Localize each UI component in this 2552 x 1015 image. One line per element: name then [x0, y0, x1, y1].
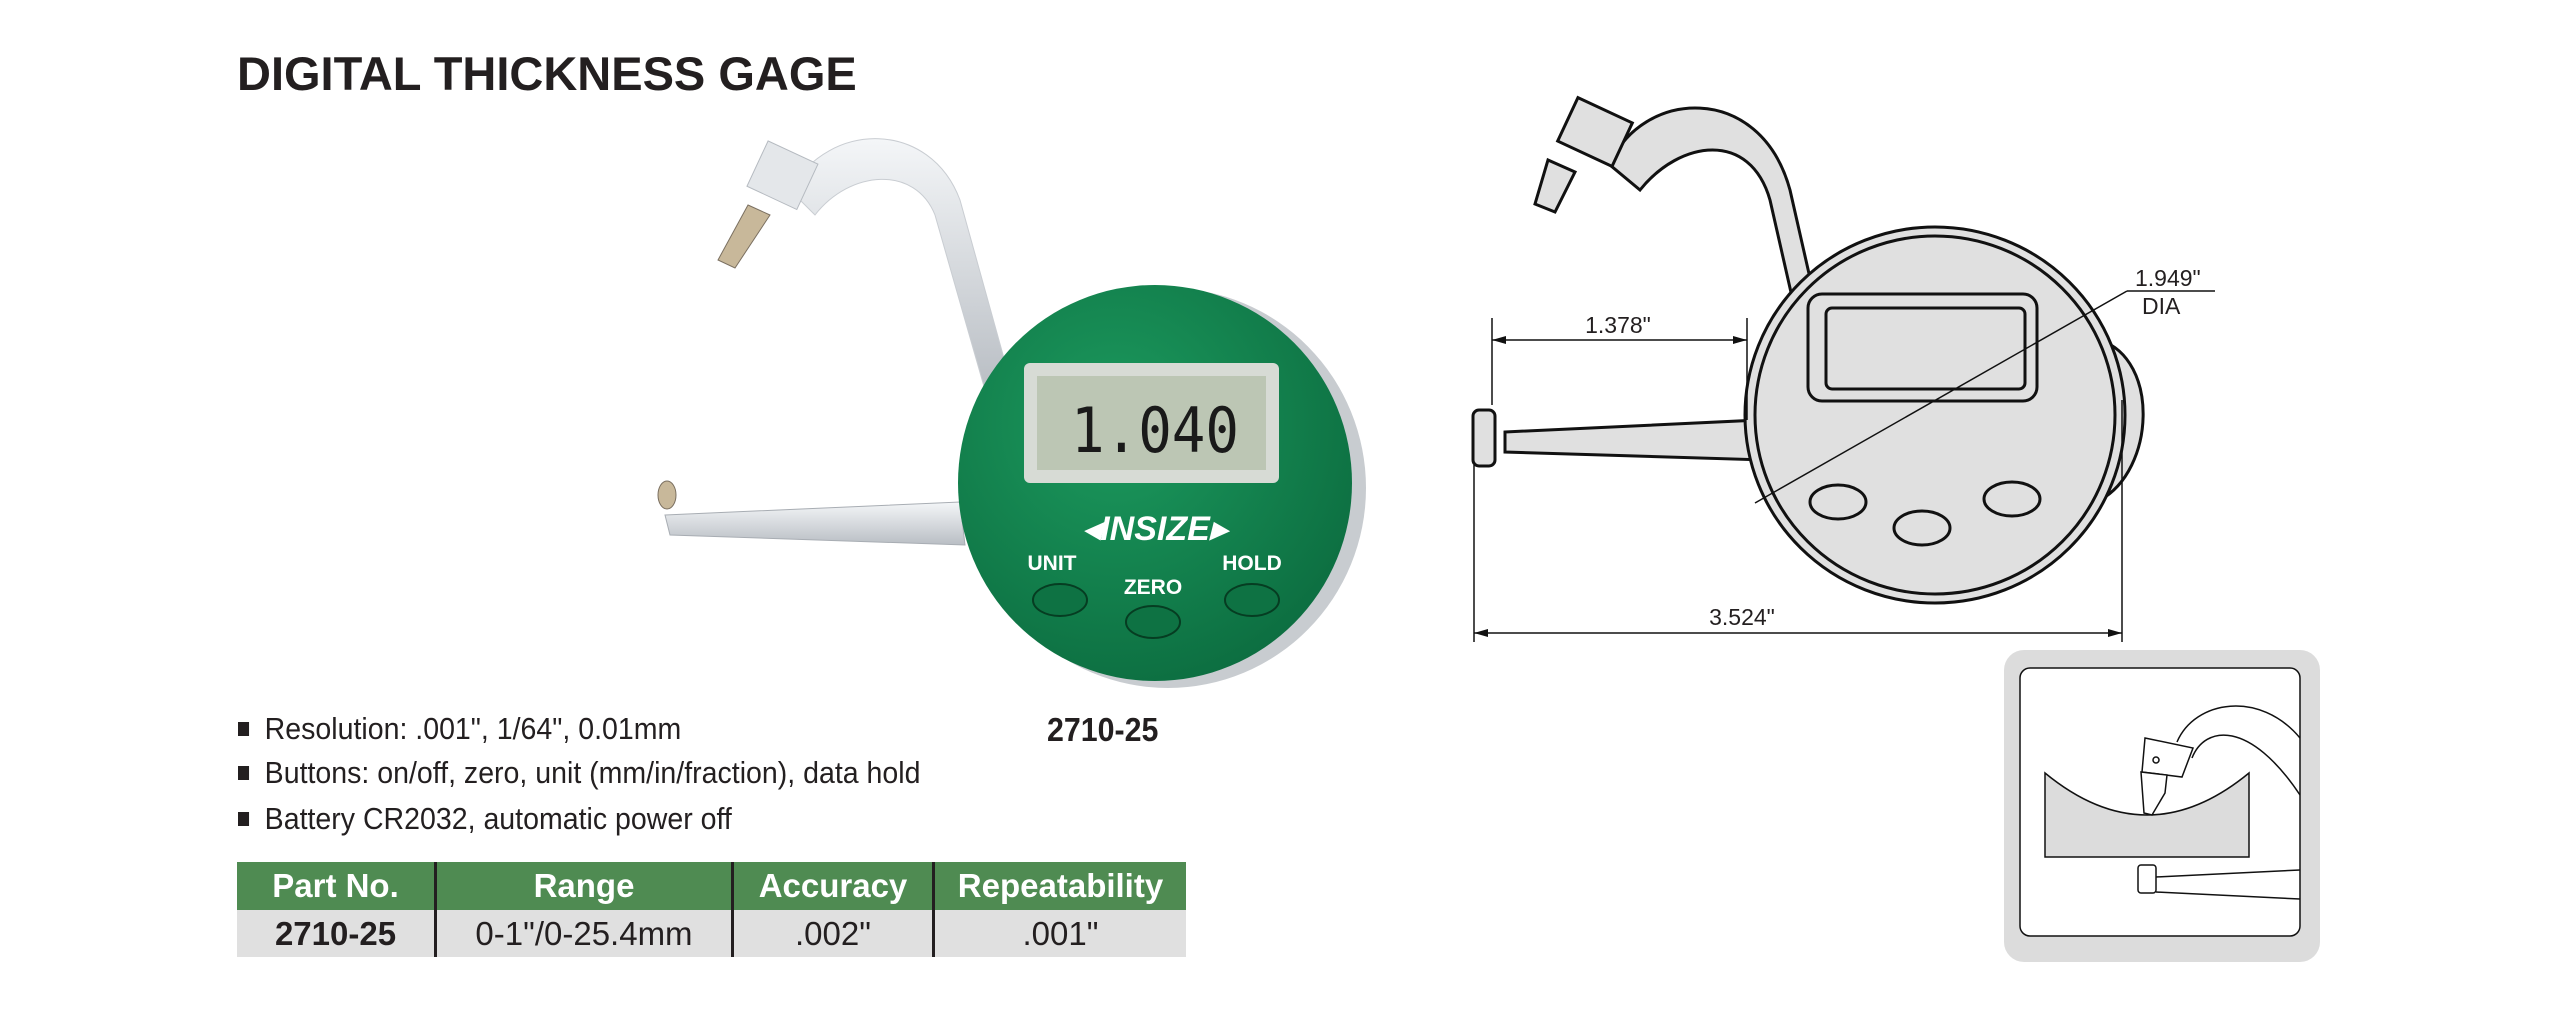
lcd-screen [1037, 376, 1266, 470]
drawing-lower-anvil [1471, 408, 1497, 468]
header-accuracy: Accuracy [731, 862, 934, 910]
spec-table: Part No. Range Accuracy Repeatability 27… [237, 862, 1186, 957]
unit-button-label: UNIT [1028, 552, 1077, 575]
drawing-dial-outer [1743, 225, 2127, 605]
drawing-anvil-clamp [1555, 95, 1635, 169]
cell-range: 0-1"/0-25.4mm [434, 910, 733, 957]
table-header-row: Part No. Range Accuracy Repeatability [237, 862, 1186, 910]
dim-dia-suffix: DIA [2142, 293, 2181, 319]
drawing-button-2 [1892, 509, 1952, 547]
zero-button-label: ZERO [1124, 576, 1182, 599]
lcd-reading: 1.040 [1071, 394, 1239, 467]
upper-anvil-tip [717, 204, 771, 269]
dim-dia-leader [1754, 290, 2128, 504]
model-label: 2710-25 [1047, 711, 1159, 748]
brand-logo: ◂INSIZE▸ [1083, 510, 1231, 548]
hold-button-label: HOLD [1222, 552, 1282, 575]
bullet-icon [238, 812, 250, 826]
header-part-no: Part No. [237, 862, 436, 910]
dim-dia-label: 1.949" [2135, 265, 2201, 291]
drawing-button-1 [1808, 483, 1868, 521]
cell-repeatability: .001" [932, 910, 1186, 957]
lower-anvil-tip [657, 480, 677, 510]
bullet-icon [238, 766, 250, 780]
drawing-button-3 [1982, 480, 2042, 518]
inset-arm [2176, 705, 2301, 796]
drawing-upper-arm [1608, 106, 1817, 313]
upper-anvil-clamp [746, 140, 819, 211]
drawing-upper-anvil [1533, 157, 1578, 214]
page-title: DIGITAL THICKNESS GAGE [237, 47, 857, 100]
dim-arm-label: 1.378" [1585, 312, 1651, 338]
unit-button [1032, 583, 1088, 617]
header-range: Range [434, 862, 733, 910]
feature-item: Buttons: on/off, zero, unit (mm/in/fract… [238, 755, 920, 791]
cell-part-no: 2710-25 [237, 910, 436, 957]
zero-button [1125, 605, 1181, 639]
drawing-lcd-outer [1806, 292, 2039, 403]
inset-upper-anvil [2140, 771, 2168, 816]
inset-workpiece [2044, 771, 2250, 858]
table-row: 2710-25 0-1"/0-25.4mm .002" .001" [237, 910, 1186, 957]
feature-item: Battery CR2032, automatic power off [238, 801, 732, 837]
cell-accuracy: .002" [731, 910, 934, 957]
inset-lower-arm [2155, 869, 2301, 900]
upper-arm [789, 138, 1011, 391]
inset-lower-anvil [2137, 864, 2157, 894]
hold-button [1224, 583, 1280, 617]
feature-item: Resolution: .001", 1/64", 0.01mm [238, 711, 681, 747]
dim-overall-label: 3.524" [1709, 604, 1775, 630]
bullet-icon [238, 722, 250, 736]
inset-anvil-clamp [2141, 737, 2195, 778]
lower-arm [664, 501, 966, 546]
header-repeatability: Repeatability [932, 862, 1186, 910]
